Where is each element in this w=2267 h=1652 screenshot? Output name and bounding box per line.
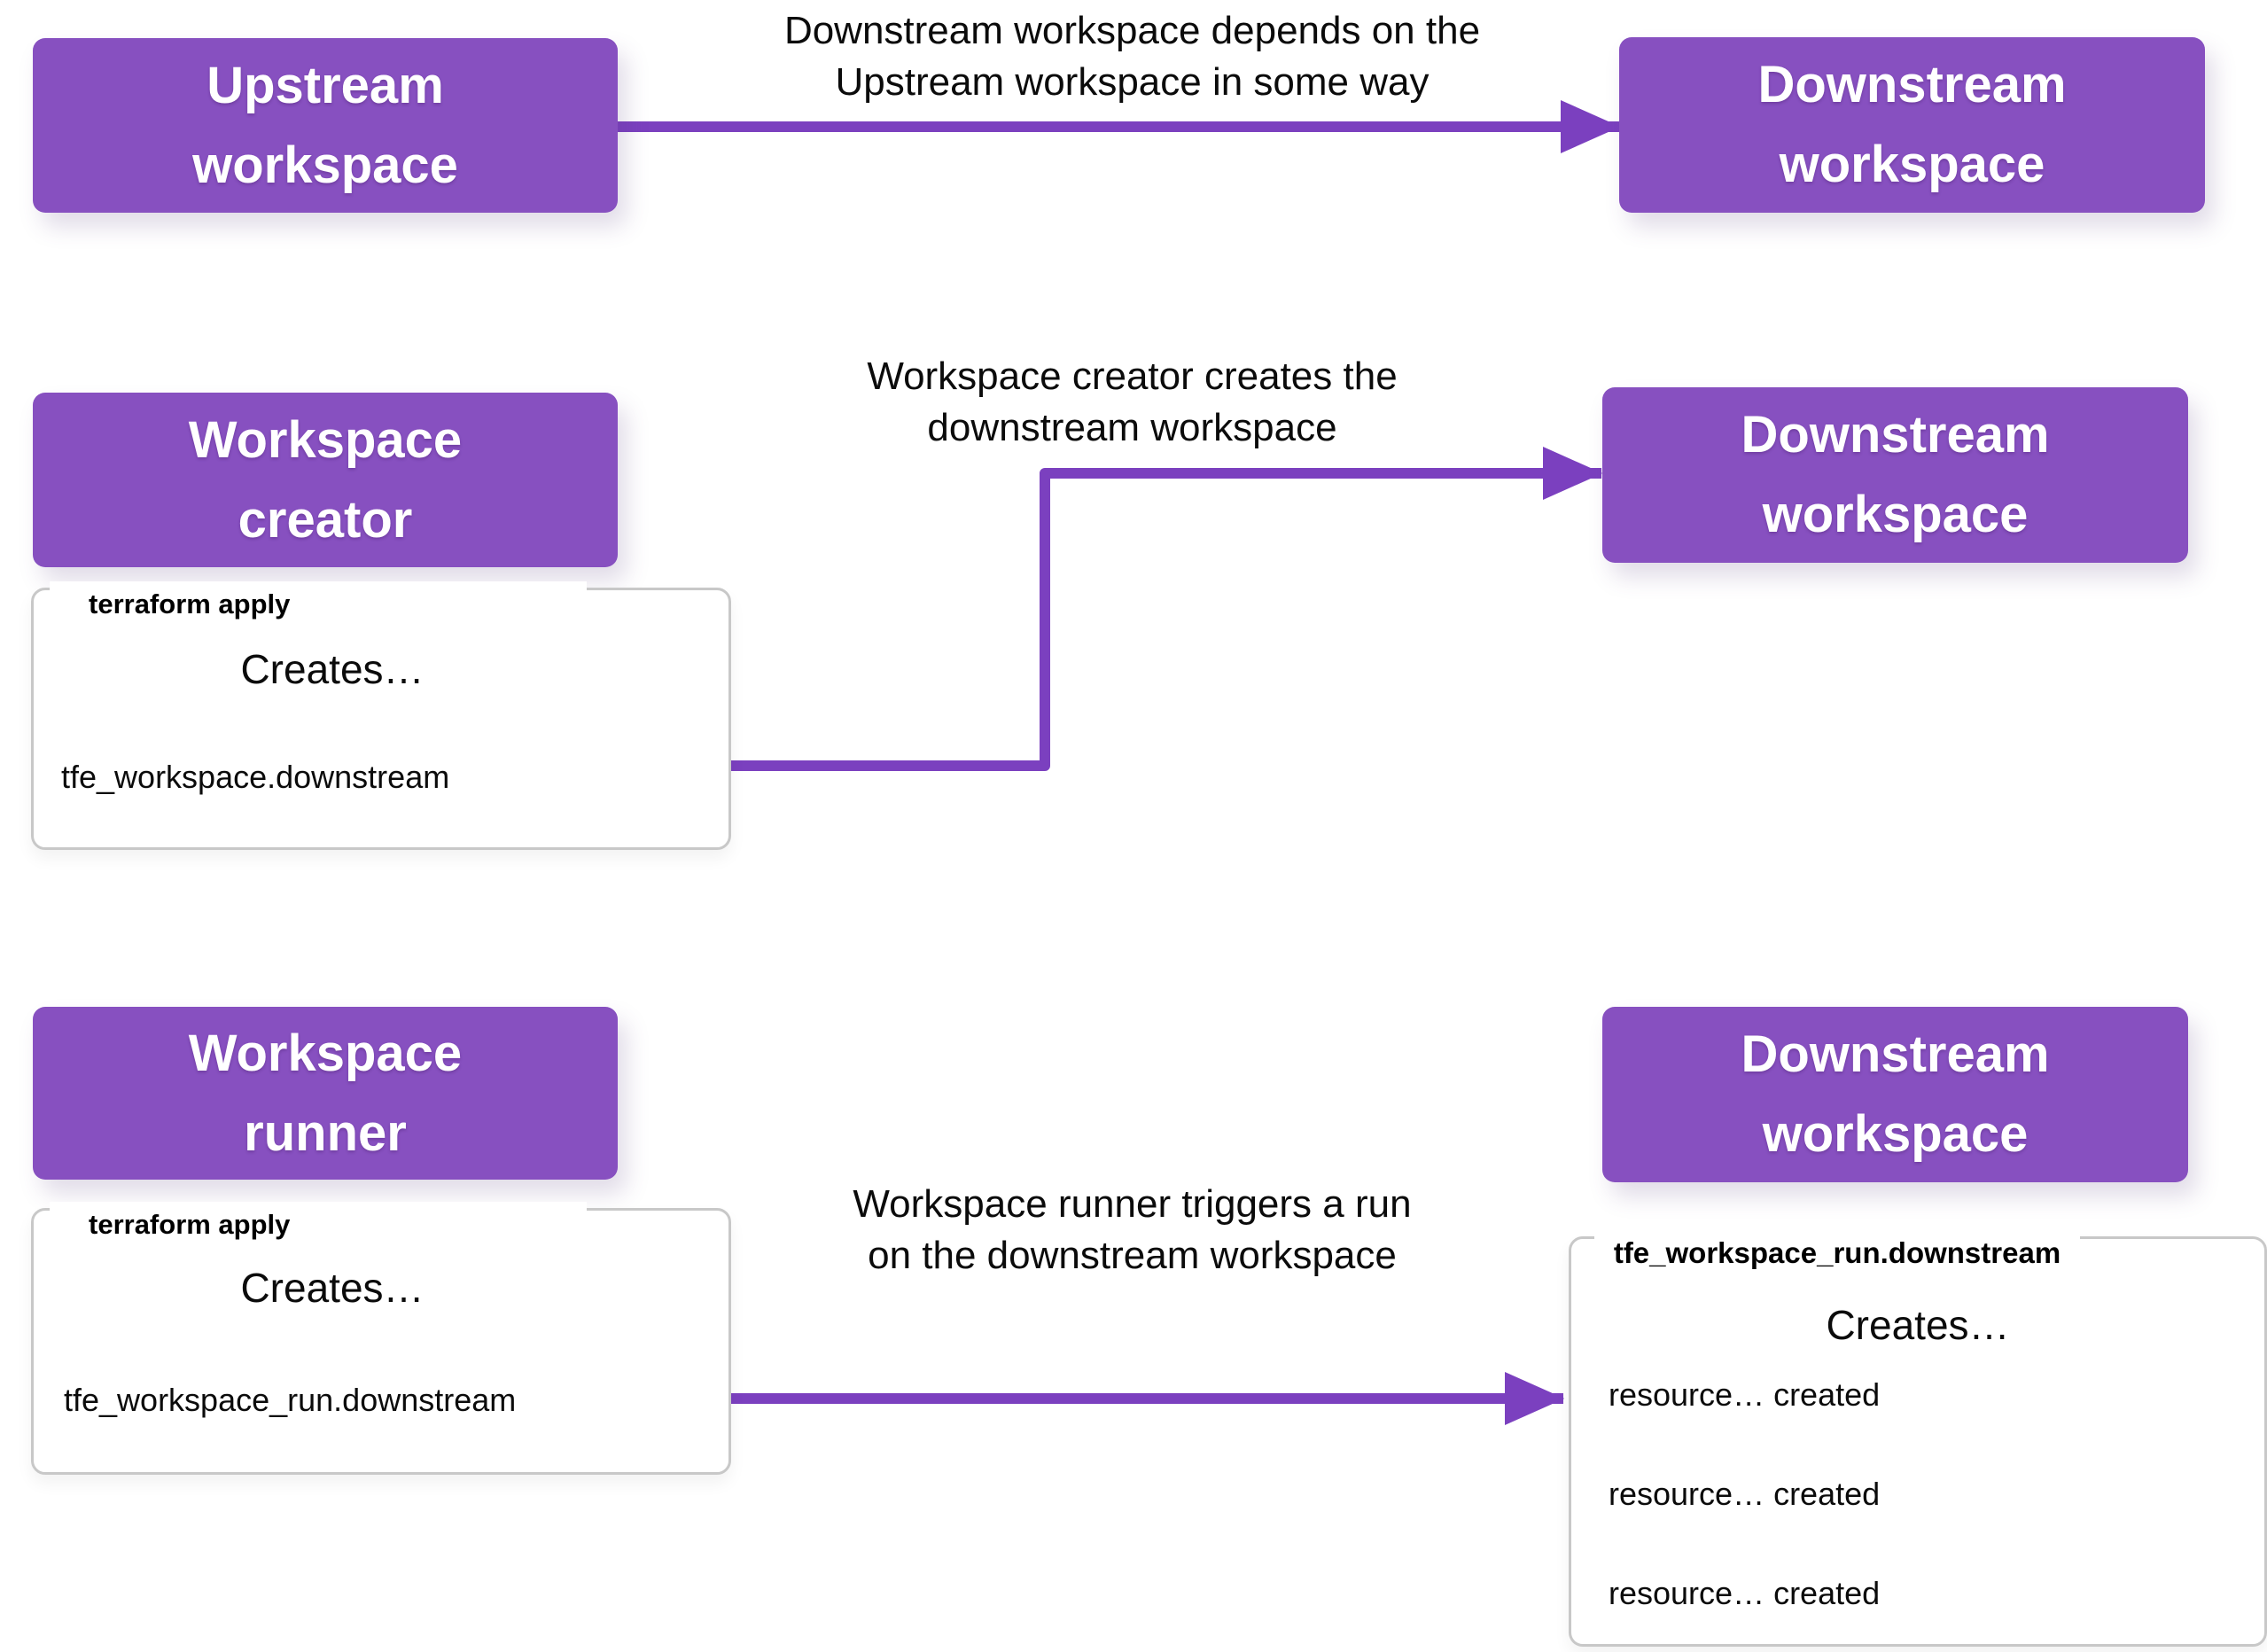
- codebox-resource-address: tfe_workspace_run.downstream: [64, 1382, 517, 1418]
- codebox-legend: tfe_workspace_run.downstream: [1594, 1230, 2080, 1276]
- label-line: on the downstream workspace: [868, 1234, 1397, 1277]
- codebox-legend: terraform apply: [50, 1202, 587, 1248]
- codebox-heading: Creates…: [240, 1265, 425, 1311]
- created-resource-line: resource… created: [1609, 1476, 1881, 1512]
- node-downstream-workspace-middle: Downstream workspace: [1602, 387, 2188, 563]
- node-label-line: Downstream: [1741, 1025, 2050, 1083]
- label-line: Workspace runner triggers a run: [853, 1182, 1412, 1226]
- codebox-heading: Creates…: [240, 646, 425, 692]
- node-label-line: runner: [244, 1103, 407, 1162]
- codebox-creator-terraform-apply: terraform apply Creates… tfe_workspace.d…: [31, 581, 731, 850]
- node-label-line: creator: [238, 490, 413, 549]
- label-line: Workspace creator creates the: [867, 355, 1398, 398]
- codebox-runner-terraform-apply: terraform apply Creates… tfe_workspace_r…: [31, 1202, 731, 1475]
- node-label-line: workspace: [192, 136, 458, 194]
- label-dependency: Downstream workspace depends on the Upst…: [625, 5, 1640, 108]
- label-runner: Workspace runner triggers a run on the d…: [625, 1179, 1640, 1282]
- codebox-resource-address: tfe_workspace.downstream: [61, 759, 450, 795]
- label-line: downstream workspace: [927, 406, 1337, 449]
- node-label-line: workspace: [1762, 1105, 2029, 1163]
- created-resource-line: resource… created: [1609, 1575, 1881, 1611]
- label-line: Upstream workspace in some way: [835, 60, 1430, 104]
- node-workspace-runner: Workspace runner: [33, 1007, 618, 1180]
- node-upstream-workspace: Upstream workspace: [33, 38, 618, 213]
- codebox-legend: terraform apply: [50, 581, 587, 627]
- created-resource-line: resource… created: [1609, 1376, 1881, 1413]
- codebox-heading: Creates…: [1826, 1302, 2010, 1348]
- label-line: Downstream workspace depends on the: [783, 9, 1481, 52]
- node-workspace-creator: Workspace creator: [33, 393, 618, 567]
- node-downstream-workspace-bottom: Downstream workspace: [1602, 1007, 2188, 1182]
- node-downstream-workspace-top: Downstream workspace: [1619, 37, 2205, 213]
- node-label-line: Workspace: [188, 410, 463, 469]
- node-label-line: Workspace: [188, 1024, 463, 1082]
- node-label-line: Downstream: [1741, 406, 2050, 464]
- node-label-line: workspace: [1779, 136, 2045, 193]
- node-label-line: workspace: [1762, 486, 2029, 543]
- node-label-line: Downstream: [1757, 56, 2067, 113]
- codebox-run-result: tfe_workspace_run.downstream Creates… re…: [1569, 1230, 2267, 1647]
- node-label-line: Upstream: [206, 56, 444, 114]
- label-creator: Workspace creator creates the downstream…: [625, 351, 1640, 454]
